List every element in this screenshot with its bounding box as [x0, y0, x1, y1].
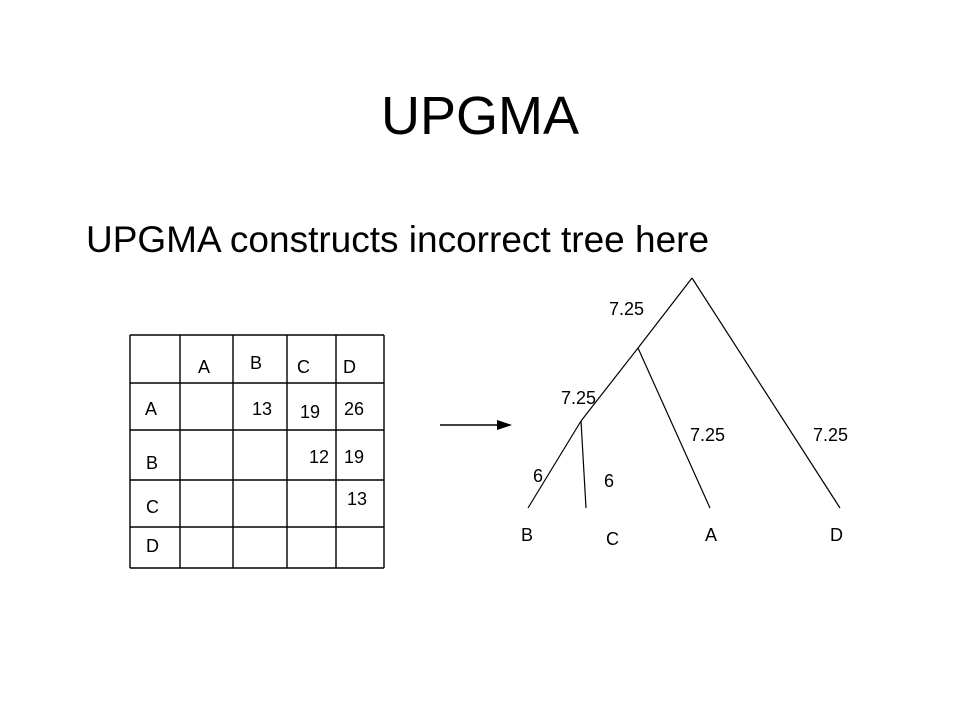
branch-to-d	[691, 277, 841, 509]
matrix-row-header-a: A	[145, 399, 157, 419]
matrix-cell-b-d: 19	[344, 447, 364, 467]
leaf-label-d: D	[830, 525, 843, 545]
matrix-col-header-c: C	[297, 357, 310, 377]
branch-label-to-d: 7.25	[813, 425, 848, 445]
matrix-cell-a-b: 13	[252, 399, 272, 419]
matrix-col-header-a: A	[198, 357, 210, 377]
branch-to-c	[580, 420, 587, 509]
matrix-cell-a-c: 19	[300, 402, 320, 422]
matrix-col-header-d: D	[343, 357, 356, 377]
leaf-label-a: A	[705, 525, 717, 545]
matrix-cell-c-d: 13	[347, 489, 367, 509]
branch-label-to-c: 6	[604, 471, 614, 491]
matrix-row-header-c: C	[146, 497, 159, 517]
phylogenetic-tree: 7.25 7.25 6 6 7.25 7.25 B C A D	[521, 277, 848, 549]
branch-to-b	[527, 420, 582, 509]
slide-subtitle: UPGMA constructs incorrect tree here	[86, 219, 710, 260]
leaf-label-b: B	[521, 525, 533, 545]
branch-root-to-inner	[637, 277, 693, 349]
arrow-head	[497, 420, 512, 430]
right-arrow-icon	[440, 420, 512, 430]
distance-matrix: A B C D A B C D 13 19 26 12 19 13	[129, 334, 385, 569]
branch-label-inner-to-bc: 7.25	[561, 388, 596, 408]
branch-inner-to-bc	[580, 347, 639, 422]
matrix-row-header-b: B	[146, 453, 158, 473]
branch-label-to-b: 6	[533, 466, 543, 486]
branch-to-a	[637, 347, 711, 509]
matrix-cell-a-d: 26	[344, 399, 364, 419]
branch-label-root-to-inner: 7.25	[609, 299, 644, 319]
matrix-col-header-b: B	[250, 353, 262, 373]
leaf-label-c: C	[606, 529, 619, 549]
branch-label-to-a: 7.25	[690, 425, 725, 445]
slide-title: UPGMA	[380, 86, 580, 146]
matrix-cell-b-c: 12	[309, 447, 329, 467]
matrix-row-header-d: D	[146, 536, 159, 556]
